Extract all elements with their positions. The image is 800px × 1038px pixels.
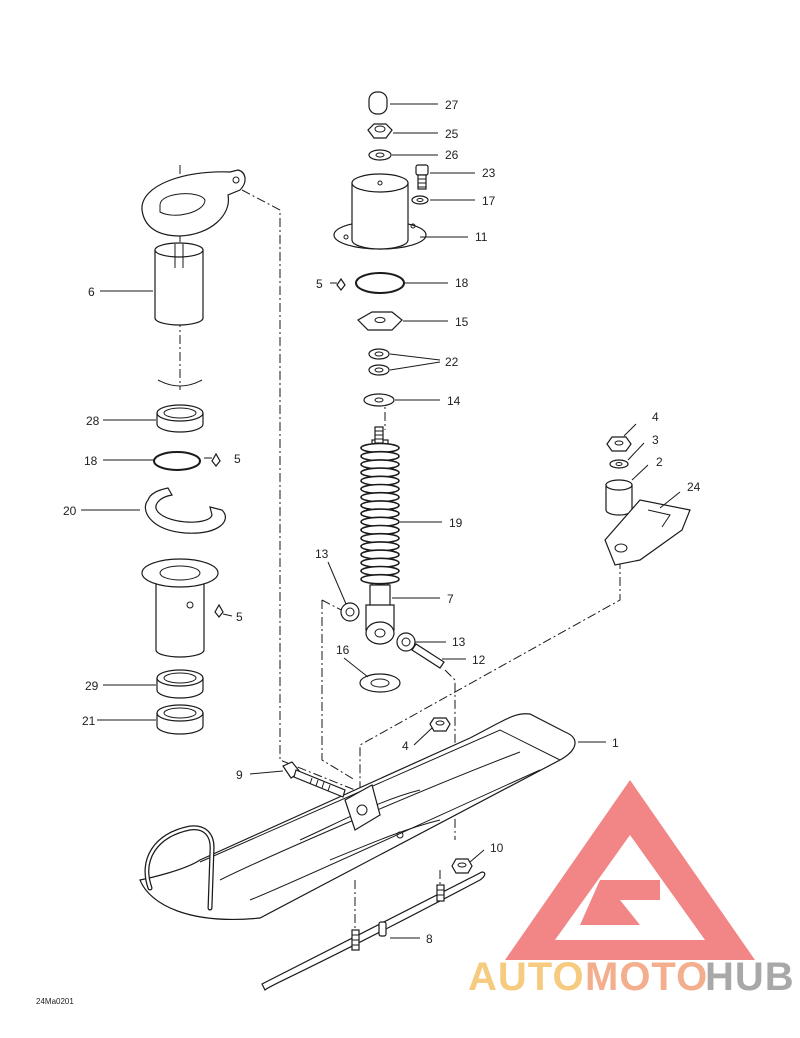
watermark-triangle: [505, 780, 755, 960]
callout-5-left-a: 5: [234, 452, 241, 466]
callout-9: 9: [236, 768, 243, 782]
part-14-washer: [363, 393, 395, 407]
callout-3: 3: [652, 433, 659, 447]
watermark-word-hub: HUB: [705, 955, 795, 999]
leader-lines: [81, 103, 681, 939]
callout-20: 20: [63, 504, 77, 518]
part-20-circlip: [144, 487, 226, 534]
callout-5-center: 5: [316, 277, 323, 291]
watermark: AUTO MOTO HUB: [468, 780, 795, 999]
part-ski-mount: [344, 784, 404, 839]
callout-6: 6: [88, 285, 95, 299]
part-spindle-housing: [141, 558, 219, 658]
part-11-housing: [333, 173, 427, 250]
part-16-washer: [359, 673, 401, 693]
part-23-bolt: [415, 164, 429, 190]
callout-12: 12: [472, 653, 486, 667]
callout-numbers: 27 25 26 23 17 11 5 18 15 22 14 19 13 7 …: [63, 98, 701, 946]
part-5-grease-fitting: [336, 277, 346, 291]
part-4-nut-right: [606, 436, 632, 452]
spring-coil: [360, 573, 400, 585]
part-5-fitting-left-a: [211, 452, 221, 467]
callout-25: 25: [445, 127, 459, 141]
left-column-parts: [141, 169, 246, 735]
part-9-bolt: [282, 761, 346, 798]
part-26-washer: [368, 149, 392, 161]
part-ski-handle-inner: [145, 826, 214, 910]
part-18-o-ring-left: [153, 451, 201, 471]
part-28-ring: [156, 404, 204, 433]
part-25-nut: [367, 123, 393, 139]
part-21-ring: [156, 704, 204, 735]
callout-10: 10: [490, 841, 504, 855]
part-6-sleeve: [154, 242, 204, 326]
callout-28: 28: [86, 414, 100, 428]
assembly-lines: [179, 165, 621, 930]
callout-11: 11: [475, 230, 488, 244]
callout-27: 27: [445, 98, 459, 112]
callout-5-left-b: 5: [236, 610, 243, 624]
callout-15: 15: [455, 315, 469, 329]
part-22-washers: [368, 348, 390, 376]
callout-1: 1: [612, 736, 619, 750]
callout-8: 8: [426, 932, 433, 946]
callout-2: 2: [656, 455, 663, 469]
part-4-nut-ski: [429, 717, 451, 732]
callout-19: 19: [449, 516, 463, 530]
callout-13-right: 13: [452, 635, 466, 649]
part-3-washer: [609, 459, 629, 469]
callout-22: 22: [445, 355, 459, 369]
drawing-code: 24Ma0201: [36, 997, 74, 1006]
part-8-runner: [261, 871, 486, 992]
callout-13-left: 13: [315, 547, 329, 561]
callout-23: 23: [482, 166, 496, 180]
part-10-nut: [451, 858, 473, 874]
watermark-inner-mark: [580, 880, 660, 925]
part-19-shock-spring: [360, 426, 400, 608]
callout-7: 7: [447, 592, 454, 606]
callout-18-left: 18: [84, 454, 98, 468]
part-27-cap: [368, 91, 388, 115]
callout-17: 17: [482, 194, 496, 208]
part-18-o-ring: [355, 272, 405, 294]
callout-18-center: 18: [455, 276, 469, 290]
part-29-ring: [156, 669, 204, 699]
callout-4-ski: 4: [402, 739, 409, 753]
watermark-word-moto: MOTO: [585, 955, 708, 999]
part-15-plate: [357, 311, 403, 331]
callout-24: 24: [687, 480, 701, 494]
part-13-bushing-left: [340, 602, 360, 622]
callout-21: 21: [82, 714, 96, 728]
part-13-bushing-right: [396, 632, 416, 652]
callout-4-right: 4: [652, 410, 659, 424]
ski-assembly: [139, 713, 576, 992]
part-24-bracket: [604, 499, 691, 566]
callout-29: 29: [85, 679, 99, 693]
part-2-spacer: [605, 479, 633, 516]
callout-26: 26: [445, 148, 459, 162]
callout-16: 16: [336, 643, 350, 657]
part-5-fitting-left-b: [214, 603, 224, 618]
callout-14: 14: [447, 394, 461, 408]
shock-absorber-stack: [333, 91, 445, 693]
part-12-pin: [411, 643, 445, 669]
right-side-parts: [604, 436, 691, 566]
watermark-word-auto: AUTO: [468, 955, 585, 999]
part-7-lower-eye: [365, 604, 395, 645]
part-17-lockwasher: [411, 195, 429, 205]
part-upper-bracket: [141, 169, 246, 237]
part-ring-fragment: [157, 379, 203, 387]
